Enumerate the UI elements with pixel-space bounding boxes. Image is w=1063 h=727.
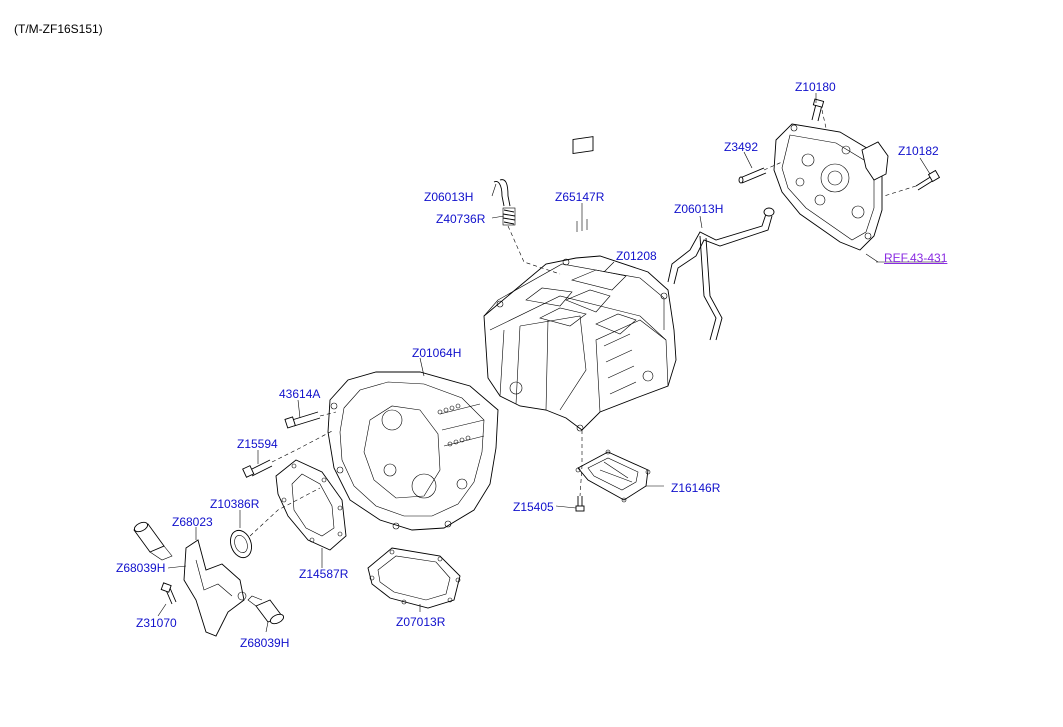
pin-z3492 [738, 167, 767, 184]
bushing-z68039h-bottom [247, 595, 285, 625]
rear-cover [773, 123, 889, 251]
diagram-title: (T/M-ZF16S151) [14, 22, 103, 36]
callout-z68023: Z68023 [172, 515, 213, 529]
oil-seal [230, 529, 252, 559]
callout-z31070: Z31070 [136, 616, 177, 630]
bolt-z15594 [242, 459, 273, 478]
assembly-lines [249, 109, 917, 537]
callout-z68039h-bottom: Z68039H [240, 636, 290, 650]
callout-z01064h: Z01064H [412, 346, 462, 360]
leader-lines [157, 93, 944, 633]
callout-z68039h-top: Z68039H [116, 561, 166, 575]
gearbox-housing [483, 255, 677, 432]
clutch-housing [327, 371, 499, 531]
bolt-43614a [284, 411, 321, 429]
gasket-z07013r [367, 547, 461, 609]
label-plate [572, 136, 594, 232]
bushing-z68039h-top [133, 521, 173, 561]
callout-z3492: Z3492 [724, 140, 759, 154]
callout-z15405: Z15405 [513, 500, 554, 514]
bolt-z10182 [915, 169, 941, 191]
callout-z07013r: Z07013R [396, 615, 446, 629]
callout-z10386r: Z10386R [210, 497, 260, 511]
bolt-z31070 [160, 582, 177, 605]
bolt-z15405 [575, 496, 585, 512]
callout-z06013h-breather: Z06013H [424, 190, 474, 204]
callout-z16146r: Z16146R [671, 481, 721, 495]
breather-spring [502, 207, 516, 226]
callout-z06013h-pipe: Z06013H [674, 202, 724, 216]
callout-z14587r: Z14587R [299, 567, 349, 581]
gasket-z16146r [575, 449, 651, 503]
callout-z65147r: Z65147R [555, 190, 605, 204]
callout-z01208: Z01208 [616, 249, 657, 263]
callout-z10182: Z10182 [898, 144, 939, 158]
callout-z15594: Z15594 [237, 437, 278, 451]
oil-pipe [667, 207, 775, 341]
gasket-z14587r [275, 459, 347, 551]
callout-43614a: 43614A [279, 387, 321, 401]
callout-ref-43-431[interactable]: REF.43-431 [884, 251, 948, 265]
callout-z10180: Z10180 [795, 80, 836, 94]
breather-tube [493, 179, 511, 207]
bolt-z10180 [811, 98, 825, 122]
release-fork [183, 539, 247, 637]
callout-z40736r: Z40736R [436, 212, 486, 226]
